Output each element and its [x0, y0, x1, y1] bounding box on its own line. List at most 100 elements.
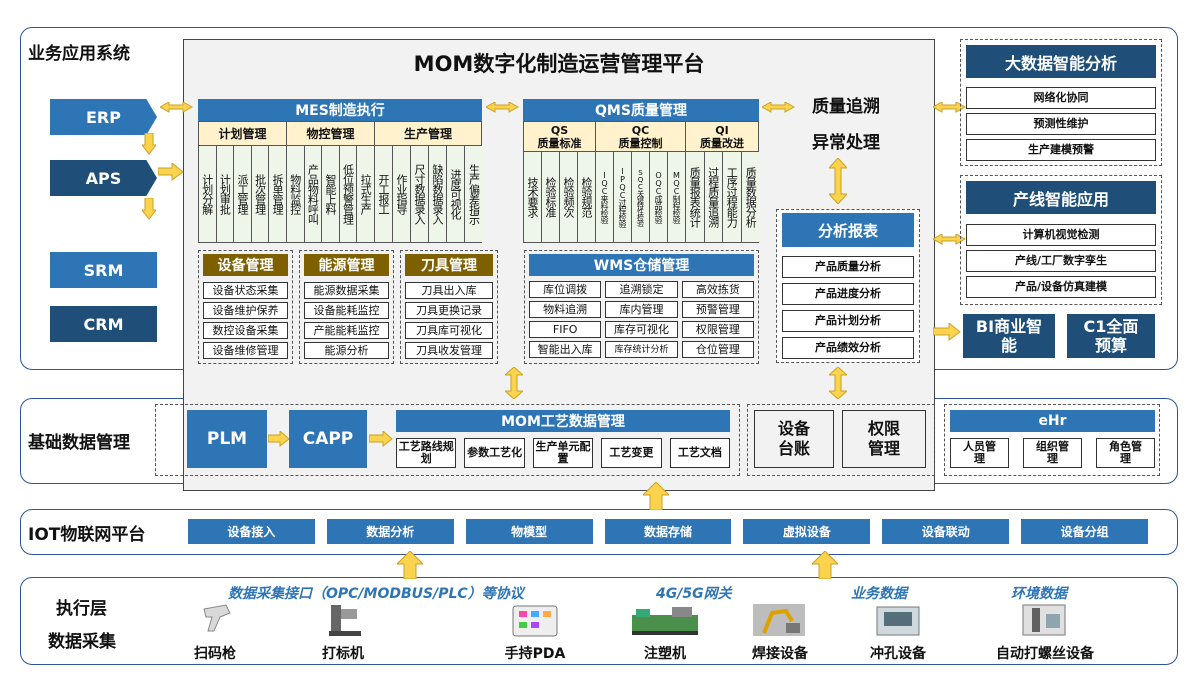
- qms-item[interactable]: 技术要求: [524, 152, 542, 242]
- mes-item[interactable]: 作业指导: [392, 146, 411, 242]
- mes-item[interactable]: 尺寸数据录入: [410, 146, 429, 242]
- bigdata-item[interactable]: 预测性维护: [966, 113, 1156, 135]
- wms-item[interactable]: 智能出入库: [529, 341, 602, 358]
- qms-item[interactable]: 过程质量追溯: [704, 152, 723, 242]
- device-label: 焊接设备: [752, 646, 808, 662]
- qms-item[interactable]: 质量数据分析: [741, 152, 760, 242]
- qms-item[interactable]: 检验标准: [542, 152, 560, 242]
- iot-item[interactable]: 数据分析: [326, 519, 454, 544]
- wms-item[interactable]: 物料追溯: [529, 301, 602, 318]
- ehr-item[interactable]: 角色管理: [1096, 438, 1155, 468]
- equip-item[interactable]: 设备状态采集: [203, 282, 288, 299]
- erp-box[interactable]: ERP: [50, 99, 157, 135]
- c1-box[interactable]: C1全面预算: [1067, 314, 1155, 358]
- business-row-label: 业务应用系统: [28, 44, 130, 64]
- proc-item[interactable]: 工艺路线规划: [396, 438, 457, 468]
- wms-item[interactable]: 库位调拨: [529, 281, 602, 298]
- mes-title: MES制造执行: [198, 99, 482, 121]
- report-item[interactable]: 产品绩效分析: [782, 337, 914, 359]
- mes-item[interactable]: 产品物料呼叫: [304, 146, 323, 242]
- equip-item[interactable]: 数控设备采集: [203, 322, 288, 339]
- tool-item[interactable]: 刀具收发管理: [405, 342, 493, 359]
- line-app-item[interactable]: 计算机视觉检测: [966, 224, 1156, 246]
- proc-item[interactable]: 生产单元配置: [532, 438, 594, 468]
- qms-item[interactable]: 检验规范: [578, 152, 596, 242]
- wms-item[interactable]: 仓位管理: [681, 341, 754, 358]
- iot-item[interactable]: 设备接入: [188, 519, 315, 544]
- equip-item[interactable]: 设备维护保养: [203, 302, 288, 319]
- qms-item[interactable]: OQC成品检验: [650, 152, 668, 242]
- ledger-panel: [747, 404, 935, 476]
- qms-item[interactable]: IQC来料检验: [596, 152, 614, 242]
- energy-item[interactable]: 设备能耗监控: [304, 302, 389, 319]
- report-item[interactable]: 产品进度分析: [782, 283, 914, 305]
- wms-item[interactable]: 预警管理: [681, 301, 754, 318]
- wms-item[interactable]: 库内管理: [605, 301, 678, 318]
- mes-item[interactable]: 低位预警管理: [339, 146, 358, 242]
- mes-item[interactable]: 批次管理: [251, 146, 270, 242]
- plm-box[interactable]: PLM: [187, 410, 267, 468]
- iot-item[interactable]: 虚拟设备: [743, 519, 871, 544]
- iot-item[interactable]: 物模型: [465, 519, 593, 544]
- mes-item[interactable]: 拉式生产: [357, 146, 375, 242]
- qms-item[interactable]: MQC制程检验: [668, 152, 686, 242]
- exec-iot-arrow-2: [812, 551, 838, 579]
- iot-item[interactable]: 设备联动: [882, 519, 1010, 544]
- proc-item[interactable]: 工艺变更: [601, 438, 662, 468]
- mes-item[interactable]: 生产偏差指示: [464, 146, 483, 242]
- equip-item[interactable]: 设备维修管理: [203, 342, 288, 359]
- energy-item[interactable]: 能源数据采集: [304, 282, 389, 299]
- qms-item[interactable]: 工序过程能力: [723, 152, 742, 242]
- energy-item[interactable]: 能源分析: [304, 342, 389, 359]
- energy-item[interactable]: 产能能耗监控: [304, 322, 389, 339]
- iot-item[interactable]: 设备分组: [1021, 519, 1149, 544]
- mes-item[interactable]: 智能上料: [322, 146, 340, 242]
- wms-item[interactable]: 权限管理: [681, 321, 754, 338]
- mes-item[interactable]: 计划分解: [199, 146, 217, 242]
- bi-box[interactable]: BI商业智能: [963, 314, 1055, 358]
- aps-arrow: [158, 163, 184, 181]
- bigdata-item[interactable]: 生产建模预警: [966, 139, 1156, 161]
- env-data-label: 环境数据: [1011, 586, 1067, 602]
- wms-item[interactable]: 追溯锁定: [605, 281, 678, 298]
- ehr-item[interactable]: 组织管理: [1023, 438, 1082, 468]
- mes-item[interactable]: 开工报工: [374, 146, 393, 242]
- proc-item[interactable]: 工艺文档: [669, 438, 731, 468]
- gateway-label: 4G/5G网关: [656, 586, 732, 602]
- line-app-item[interactable]: 产品/设备仿真建模: [966, 276, 1156, 298]
- line-app-panel: [960, 175, 1162, 305]
- wms-item[interactable]: FIFO: [529, 321, 602, 338]
- tool-item[interactable]: 刀具库可视化: [405, 322, 493, 339]
- report-item[interactable]: 产品计划分析: [782, 310, 914, 332]
- tool-item[interactable]: 刀具出入库: [405, 282, 493, 299]
- mes-item[interactable]: 物料监控: [286, 146, 305, 242]
- qms-item[interactable]: 检验频次: [560, 152, 578, 242]
- tool-item[interactable]: 刀具更换记录: [405, 302, 493, 319]
- capp-box[interactable]: CAPP: [289, 410, 367, 468]
- line-app-item[interactable]: 产线/工厂数字孪生: [966, 250, 1156, 272]
- crm-box[interactable]: CRM: [50, 306, 157, 342]
- qms-item[interactable]: 质量报表统计: [686, 152, 705, 242]
- wms-item[interactable]: 库存统计分析: [605, 341, 678, 358]
- qms-item[interactable]: IPQC过程检验: [614, 152, 632, 242]
- ledger-box[interactable]: 设备台账: [754, 410, 834, 468]
- mes-item[interactable]: 计划审批: [216, 146, 235, 242]
- wms-item[interactable]: 高效拣货: [681, 281, 754, 298]
- mes-item[interactable]: 缺陷数据录入: [428, 146, 447, 242]
- report-item[interactable]: 产品质量分析: [782, 256, 914, 278]
- mes-item[interactable]: 派工管理: [234, 146, 252, 242]
- tool-panel: [400, 250, 498, 364]
- perm-box[interactable]: 权限管理: [842, 410, 926, 468]
- proc-item[interactable]: 参数工艺化: [464, 438, 525, 468]
- mes-item[interactable]: 拆单管理: [269, 146, 287, 242]
- wms-item[interactable]: 库存可视化: [605, 321, 678, 338]
- bigdata-item[interactable]: 网络化协同: [966, 87, 1156, 109]
- business-data-label: 业务数据: [851, 586, 907, 602]
- aps-box[interactable]: APS: [50, 160, 157, 196]
- srm-box[interactable]: SRM: [50, 252, 157, 288]
- iot-item[interactable]: 数据存储: [604, 519, 732, 544]
- ehr-item[interactable]: 人员管理: [950, 438, 1009, 468]
- mes-item[interactable]: 进度可视化: [446, 146, 465, 242]
- qms-item[interactable]: SQC关键特性检验: [632, 152, 650, 242]
